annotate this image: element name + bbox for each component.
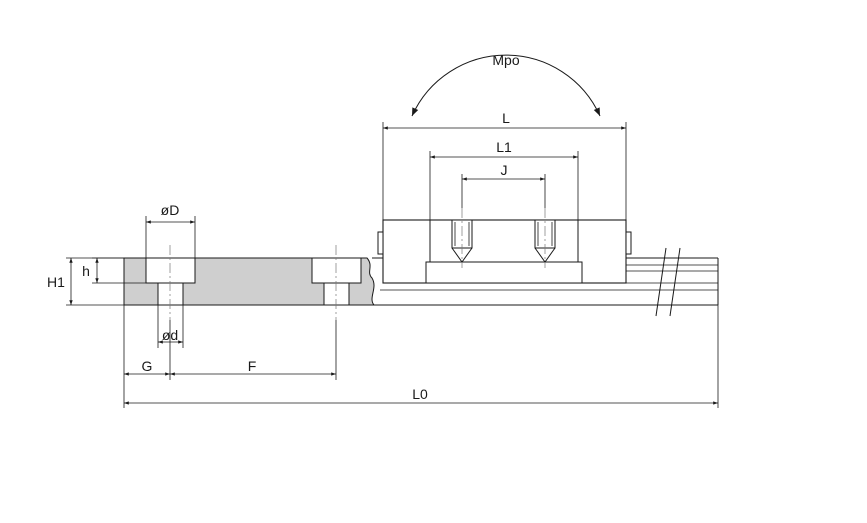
label-L: L	[502, 110, 510, 126]
counterbore-hole-left	[145, 257, 196, 306]
break-mark	[655, 247, 681, 317]
label-L1: L1	[496, 139, 512, 155]
label-mpo: Mpo	[492, 52, 519, 68]
label-H1: H1	[47, 274, 65, 290]
label-h: h	[82, 263, 90, 279]
dim-G: G	[123, 305, 171, 408]
label-G: G	[142, 358, 153, 374]
dim-H1: H1	[47, 257, 124, 306]
tapped-hole-left	[451, 208, 473, 268]
tapped-hole-right	[534, 208, 556, 268]
counterbore-hole-right	[311, 257, 362, 306]
label-L0: L0	[412, 386, 428, 402]
label-J: J	[501, 162, 508, 178]
carriage-block	[377, 208, 632, 284]
label-F: F	[248, 358, 257, 374]
dim-L0: L0	[123, 305, 719, 408]
dim-J: J	[461, 162, 546, 208]
label-oD: øD	[161, 202, 180, 218]
dim-oD: øD	[145, 202, 196, 258]
dim-L: L	[382, 110, 627, 220]
dim-mpo: Mpo	[411, 52, 601, 117]
dim-F: F	[169, 320, 337, 380]
dim-od: ød	[157, 305, 184, 348]
dim-L1: L1	[429, 139, 579, 220]
rail	[123, 247, 719, 317]
